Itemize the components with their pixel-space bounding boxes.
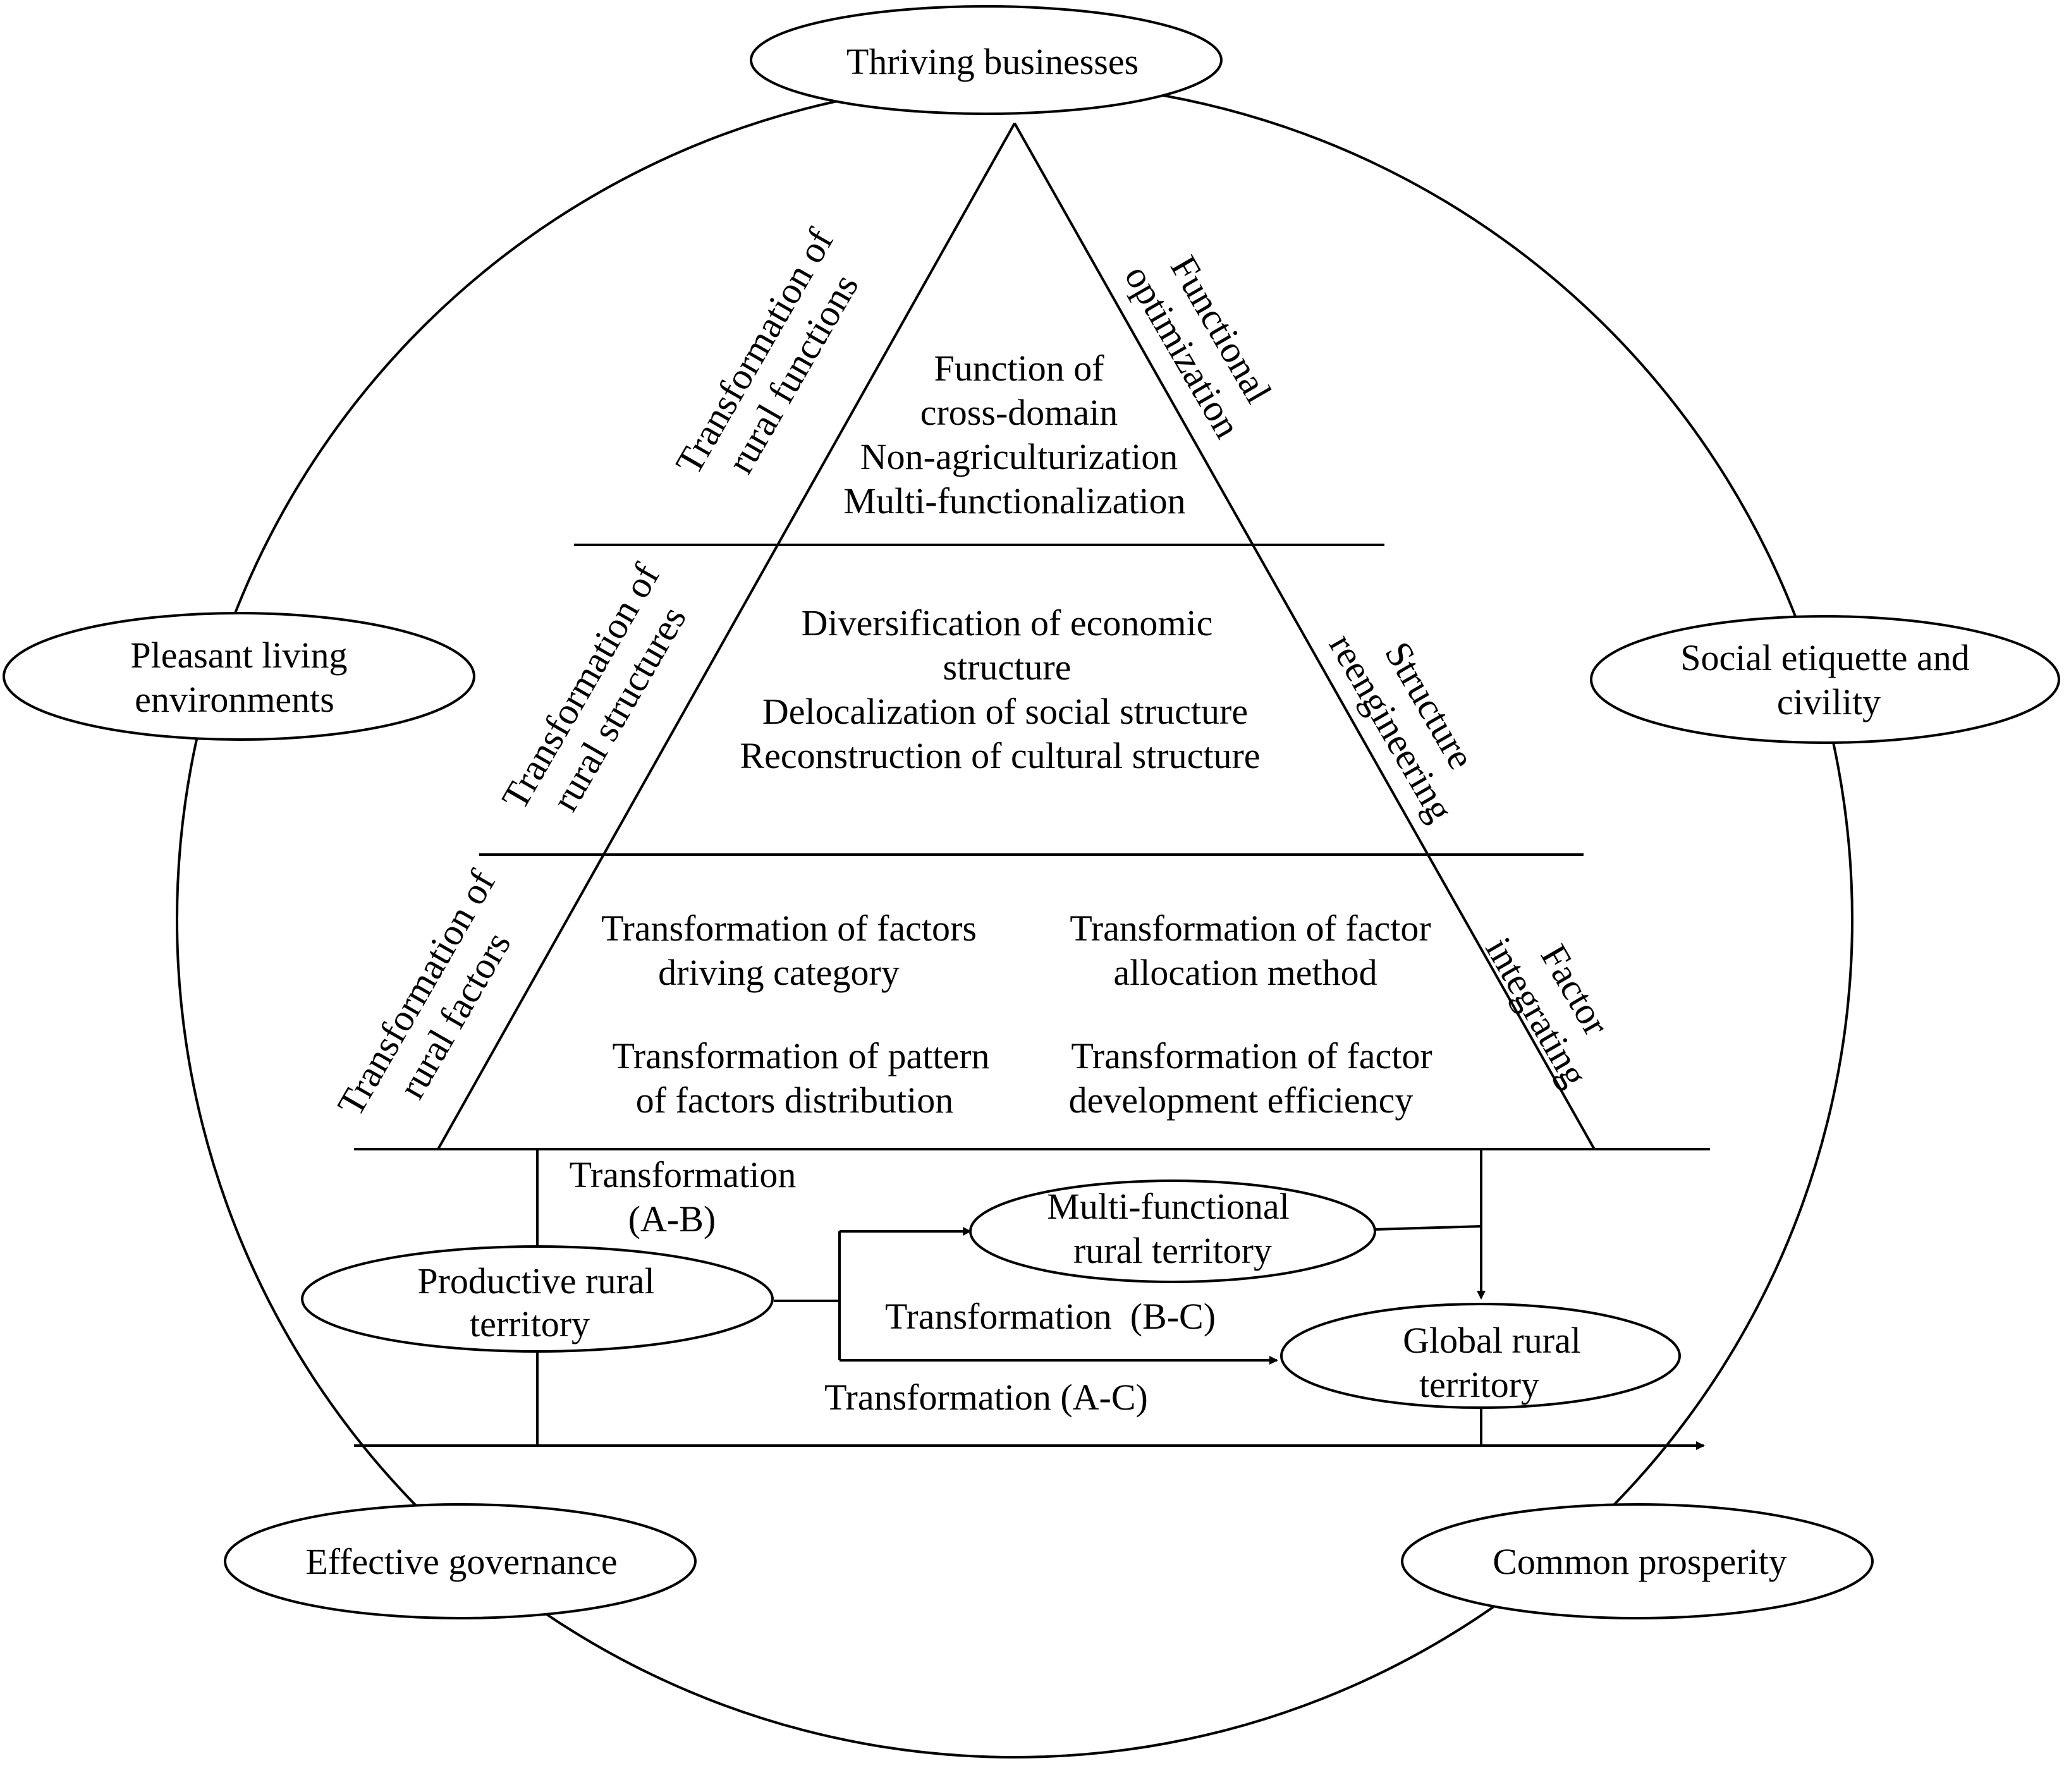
right-label-factor-integrating: Factor integrating xyxy=(1477,930,1617,1094)
svg-text:development efficiency: development efficiency xyxy=(1069,1080,1414,1121)
svg-text:Multi-functional: Multi-functional xyxy=(1047,1186,1289,1227)
svg-text:civility: civility xyxy=(1777,681,1881,722)
multi-functional-connector xyxy=(1374,1225,1482,1231)
transformation-ab-label: Transformation xyxy=(570,1154,797,1195)
transformation-bc-label: Transformation (B-C) xyxy=(885,1296,1216,1337)
right-label-structure-reengineering: Structure reengineering xyxy=(1321,627,1482,829)
svg-text:rural territory: rural territory xyxy=(1073,1230,1272,1271)
svg-text:Non-agriculturization: Non-agriculturization xyxy=(860,436,1178,477)
svg-text:Productive rural: Productive rural xyxy=(417,1260,654,1301)
svg-text:Thriving businesses: Thriving businesses xyxy=(846,41,1139,82)
svg-text:cross-domain: cross-domain xyxy=(920,392,1118,433)
global-rural-territory: Global rural territory xyxy=(1280,1303,1681,1409)
goal-thriving-businesses: Thriving businesses xyxy=(750,5,1223,115)
svg-text:Reconstruction of cultural str: Reconstruction of cultural structure xyxy=(740,735,1260,776)
svg-text:Function of: Function of xyxy=(934,348,1104,389)
svg-text:Transformation of factor: Transformation of factor xyxy=(1070,908,1431,949)
left-label-rural-structures: Transformation of rural structures xyxy=(494,557,694,818)
structures-section: Diversification of economic structure De… xyxy=(740,602,1260,776)
svg-text:Pleasant living: Pleasant living xyxy=(130,635,347,676)
svg-text:Transformation of factors: Transformation of factors xyxy=(601,908,977,949)
svg-text:Diversification of economic: Diversification of economic xyxy=(802,602,1213,643)
svg-text:Transformation of factor: Transformation of factor xyxy=(1071,1035,1432,1076)
svg-text:Transformation of pattern: Transformation of pattern xyxy=(612,1035,989,1076)
goal-effective-governance: Effective governance xyxy=(224,1503,697,1619)
svg-text:territory: territory xyxy=(1419,1364,1539,1405)
multi-functional-rural-territory: Multi-functional rural territory xyxy=(969,1179,1376,1283)
goal-pleasant-living-environments: Pleasant living environments xyxy=(3,612,475,741)
svg-text:Delocalization of social struc: Delocalization of social structure xyxy=(762,691,1248,732)
transformation-ac-label: Transformation (A-C) xyxy=(824,1377,1148,1418)
functions-section: Function of cross-domain Non-agriculturi… xyxy=(843,348,1185,521)
transformation-ab-sublabel: (A-B) xyxy=(628,1198,716,1240)
pyramid-left-edge xyxy=(437,123,1016,1150)
svg-text:Multi-functionalization: Multi-functionalization xyxy=(843,480,1185,521)
right-label-functional-optimization: Functional optimization xyxy=(1117,248,1280,444)
svg-text:Common prosperity: Common prosperity xyxy=(1493,1541,1787,1582)
productive-rural-territory: Productive rural territory xyxy=(301,1245,774,1353)
goal-common-prosperity: Common prosperity xyxy=(1401,1503,1874,1619)
svg-text:allocation method: allocation method xyxy=(1113,952,1377,993)
svg-text:environments: environments xyxy=(135,679,334,720)
svg-text:driving category: driving category xyxy=(658,952,900,993)
svg-text:Effective governance: Effective governance xyxy=(305,1541,617,1582)
svg-text:Global rural: Global rural xyxy=(1403,1320,1581,1361)
goal-social-etiquette: Social etiquette and civility xyxy=(1590,615,2060,744)
svg-text:Social etiquette and: Social etiquette and xyxy=(1680,637,1969,678)
left-label-rural-factors: Transformation of rural factors xyxy=(329,863,519,1123)
left-label-rural-functions: Transformation of rural functions xyxy=(668,222,867,482)
svg-text:territory: territory xyxy=(470,1303,590,1344)
svg-text:of factors distribution: of factors distribution xyxy=(636,1080,954,1121)
pyramid-right-edge xyxy=(1013,123,1596,1150)
factors-section: Transformation of factors driving catego… xyxy=(601,908,1432,1121)
svg-text:structure: structure xyxy=(943,647,1072,688)
